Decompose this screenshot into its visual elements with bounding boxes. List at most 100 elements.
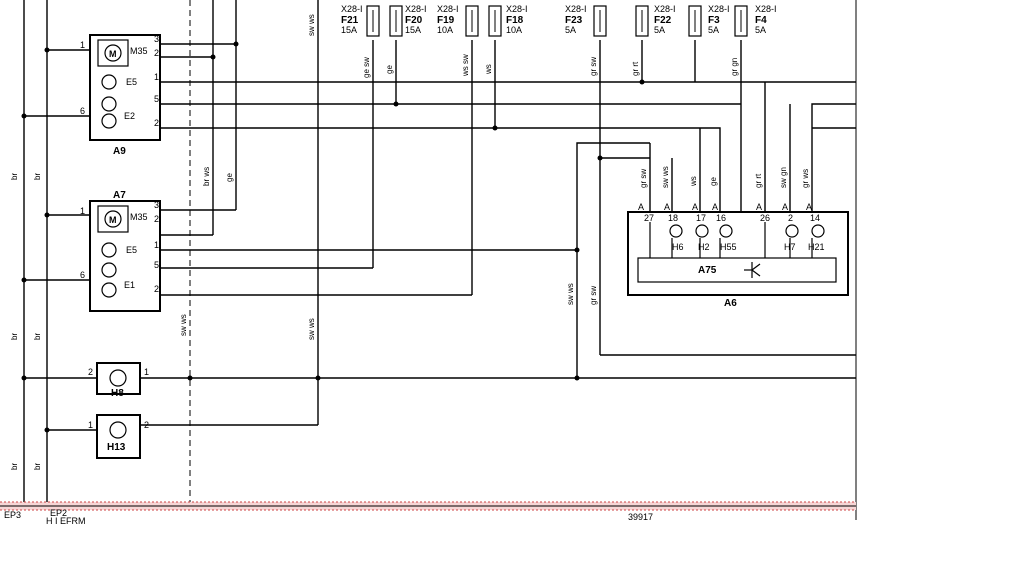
module-label: H13 bbox=[107, 442, 126, 453]
lamp-icon bbox=[669, 224, 683, 238]
pin-label: 2 bbox=[154, 118, 159, 128]
fuse-f23: X28-I F23 5A bbox=[565, 4, 607, 37]
module-a6: A A A A A A A 27 18 17 16 26 2 14 H6 H2 … bbox=[627, 202, 849, 309]
wire-label: gr ws bbox=[801, 169, 810, 188]
wire-label: br bbox=[33, 463, 42, 470]
fuse-conn-label: X28-I bbox=[405, 4, 427, 14]
lamp-icon bbox=[101, 262, 117, 278]
motor-label: M35 bbox=[130, 46, 148, 56]
fuse-name: F3 bbox=[708, 15, 720, 26]
svg-text:M: M bbox=[109, 215, 117, 225]
pin-prefix: A bbox=[756, 202, 762, 212]
pin-prefix: A bbox=[806, 202, 812, 212]
pin-label: 26 bbox=[760, 213, 770, 223]
pin-label: 16 bbox=[716, 213, 726, 223]
wire-label: sw ws bbox=[566, 283, 575, 305]
pin-label: 27 bbox=[644, 213, 654, 223]
lamp-label: H21 bbox=[808, 242, 825, 252]
fuse-f19: X28-I F19 10A bbox=[437, 4, 479, 37]
pin-label: 2 bbox=[154, 48, 159, 58]
wire-label: sw ws bbox=[661, 166, 670, 188]
wire-label: br bbox=[33, 333, 42, 340]
pin-label: 5 bbox=[154, 260, 159, 270]
fuse-name: F18 bbox=[506, 15, 524, 26]
wire-label: ge sw bbox=[362, 57, 371, 78]
fuse-name: F19 bbox=[437, 15, 455, 26]
mid-wire-labels: br ws ge sw ws sw ws bbox=[179, 167, 316, 340]
module-label: A6 bbox=[724, 298, 737, 309]
footer-number: 39917 bbox=[628, 512, 653, 522]
wire-label: br bbox=[10, 333, 19, 340]
wire-label: br ws bbox=[202, 167, 211, 186]
pin-label: 2 bbox=[788, 213, 793, 223]
lamp-icon bbox=[785, 224, 799, 238]
lamp-icon bbox=[109, 369, 127, 387]
a75-label: A75 bbox=[698, 265, 717, 276]
left-wire-labels: br br br br br br bbox=[10, 173, 42, 470]
ind2-label: E1 bbox=[124, 280, 135, 290]
motor-icon bbox=[104, 210, 122, 228]
footer-ep3: EP3 bbox=[4, 510, 21, 520]
footer-sub: H I EFRM bbox=[46, 516, 86, 526]
wire-label: ws sw bbox=[461, 54, 470, 77]
module-label: A7 bbox=[113, 190, 126, 201]
fuse-conn-label: X28-I bbox=[437, 4, 459, 14]
fuse-rating: 5A bbox=[755, 25, 766, 35]
pin-label: 17 bbox=[696, 213, 706, 223]
pin-label: 6 bbox=[80, 270, 85, 280]
wire-label: br bbox=[33, 173, 42, 180]
lamp-icon bbox=[695, 224, 709, 238]
fuse-name: F22 bbox=[654, 15, 672, 26]
fuse-conn-label: X28-I bbox=[565, 4, 587, 14]
wire-label: gr sw bbox=[589, 57, 598, 76]
a75-box bbox=[637, 257, 837, 283]
pin-prefix: A bbox=[692, 202, 698, 212]
lamp-icon bbox=[101, 113, 117, 129]
pin-label: 1 bbox=[80, 206, 85, 216]
module-a9: M M35 E5 E2 1 6 3 2 1 5 2 A9 bbox=[80, 34, 161, 157]
wire-label: ws bbox=[689, 176, 698, 187]
module-h8: 2 1 H8 bbox=[88, 362, 149, 399]
wire-label: ge bbox=[709, 177, 718, 186]
pin-label: 2 bbox=[144, 420, 149, 430]
pin-prefix: A bbox=[782, 202, 788, 212]
fuse-rating: 5A bbox=[708, 25, 719, 35]
lamp-icon bbox=[101, 96, 117, 112]
pin-label: 1 bbox=[154, 240, 159, 250]
lamp-label: H55 bbox=[720, 242, 737, 252]
pin-label: 2 bbox=[154, 284, 159, 294]
fuse-f3: X28-I F3 5A bbox=[688, 4, 730, 37]
pin-prefix: A bbox=[712, 202, 718, 212]
fuse-name: F4 bbox=[755, 15, 767, 26]
pin-label: 1 bbox=[144, 367, 149, 377]
wire-label: sw ws bbox=[307, 318, 316, 340]
fuse-group: X28-I F21 15A X28-I F20 15A X28-I F19 10… bbox=[341, 4, 777, 37]
fuse-f21: X28-I F21 15A bbox=[341, 4, 380, 37]
lamp-icon bbox=[719, 224, 733, 238]
fuse-rating: 15A bbox=[405, 25, 421, 35]
wire-label: gr rt bbox=[754, 173, 763, 188]
pin-label: 3 bbox=[154, 200, 159, 210]
motor-label: M35 bbox=[130, 212, 148, 222]
pin-prefix: A bbox=[664, 202, 670, 212]
wire-label: ge bbox=[225, 173, 234, 182]
module-label: A9 bbox=[113, 146, 126, 157]
fuse-conn-label: X28-I bbox=[506, 4, 528, 14]
lamp-label: H6 bbox=[672, 242, 684, 252]
svg-text:M: M bbox=[109, 49, 117, 59]
wire-label: gr rt bbox=[631, 61, 640, 76]
ground-bus bbox=[0, 501, 856, 511]
pin-label: 18 bbox=[668, 213, 678, 223]
pin-label: 3 bbox=[154, 34, 159, 44]
wire-label: gr sw bbox=[639, 169, 648, 188]
fuse-conn-label: X28-I bbox=[654, 4, 676, 14]
pin-label: 2 bbox=[88, 367, 93, 377]
wire-label: gr gn bbox=[730, 58, 739, 76]
footer: EP3 EP2 H I EFRM 39917 bbox=[4, 508, 653, 526]
fuse-conn-label: X28-I bbox=[708, 4, 730, 14]
footer-ep2: EP2 bbox=[50, 508, 67, 518]
pin-label: 1 bbox=[88, 420, 93, 430]
module-a7: M M35 E5 E1 1 6 3 2 1 5 2 A7 bbox=[80, 190, 161, 312]
pin-label: 1 bbox=[154, 72, 159, 82]
